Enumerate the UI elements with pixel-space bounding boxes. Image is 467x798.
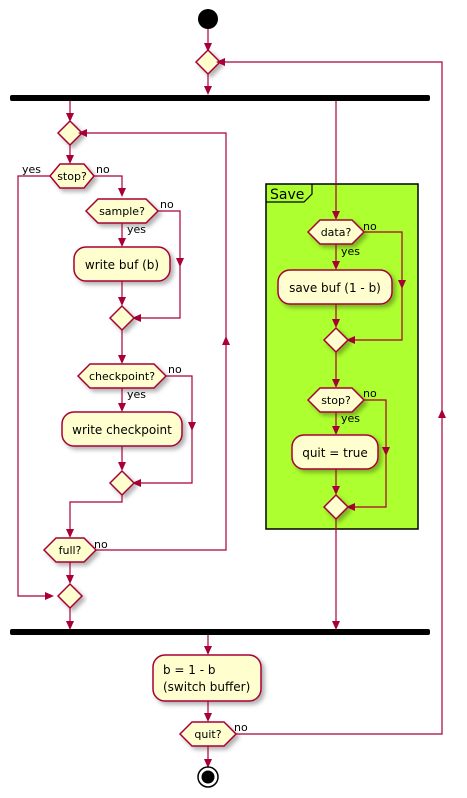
save-buf-label: save buf (1 - b) [289, 281, 381, 295]
left-end-merge-diamond [56, 582, 84, 610]
start-node [198, 9, 218, 29]
checkpoint-yes-label: yes [127, 388, 146, 401]
data-merge-diamond [322, 326, 350, 354]
sample-no-label: no [160, 198, 174, 211]
stop-left-yes-label: yes [22, 163, 41, 176]
data-yes-label: yes [341, 245, 360, 258]
sample-yes-label: yes [127, 223, 146, 236]
stop-right-merge-diamond [322, 493, 350, 521]
stop-right-yes-label: yes [341, 412, 360, 425]
quit-true-label: quit = true [302, 446, 368, 460]
stop-decision-left-label: stop? [57, 170, 87, 183]
write-buf-label: write buf (b) [85, 258, 159, 272]
save-partition-title: Save [270, 187, 304, 203]
write-checkpoint-label: write checkpoint [72, 423, 172, 437]
data-no-label: no [363, 220, 377, 233]
full-no-label: no [94, 538, 108, 551]
checkpoint-decision-label: checkpoint? [89, 370, 155, 383]
quit-true-activity [291, 434, 379, 470]
stop-left-no-label: no [96, 163, 110, 176]
checkpoint-merge-diamond [108, 469, 136, 497]
quit-no-label: no [234, 721, 248, 734]
checkpoint-no-label: no [168, 363, 182, 376]
full-decision-label: full? [59, 544, 82, 557]
stop-right-no-label: no [363, 387, 377, 400]
data-decision-label: data? [321, 226, 352, 239]
join-bar-bottom [10, 629, 430, 635]
save-buf-activity [277, 269, 393, 305]
sample-merge-diamond [108, 304, 136, 332]
switch-buffer-line2: (switch buffer) [163, 680, 250, 694]
sample-decision-label: sample? [99, 205, 145, 218]
fork-bar-top [10, 95, 430, 101]
stop-decision-right-label: stop? [321, 394, 351, 407]
switch-buffer-line1: b = 1 - b [163, 663, 216, 677]
switch-buffer-activity [152, 654, 262, 702]
quit-decision-label: quit? [194, 728, 221, 741]
